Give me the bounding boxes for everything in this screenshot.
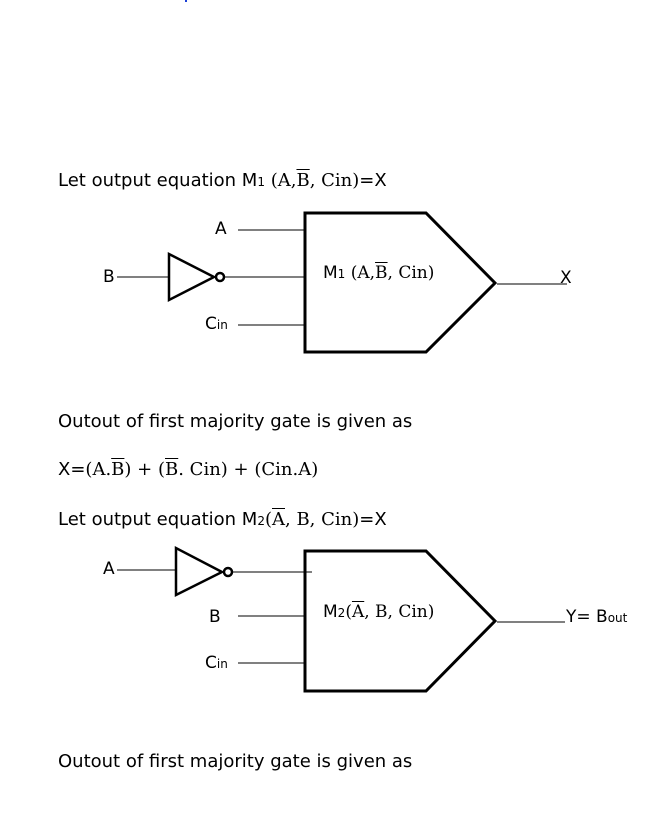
first-majority-gate-caption-2: Outout of first majority gate is given a…	[58, 751, 413, 772]
gate2-input-b-label: B	[209, 607, 221, 627]
majority-gate-2	[117, 545, 565, 693]
gate1-output-label: X	[560, 268, 572, 288]
gate1-input-a-label: A	[215, 219, 227, 239]
x-output-equation: X=(A.B) + (B. Cin) + (Cin.A)	[58, 459, 319, 480]
gate1-box-label: M1 (A,B, Cin)	[323, 263, 435, 283]
stray-dot	[185, 0, 187, 2]
majority-gate-1	[117, 211, 567, 354]
output-equation-m1-text: Let output equation M1 (A,B, Cin)=X	[58, 170, 387, 191]
gate1-input-cin-label: Cin	[205, 314, 228, 334]
gate1-input-b-label: B	[103, 267, 115, 287]
gate2-input-a-label: A	[103, 559, 115, 579]
gate2-input-cin-label: Cin	[205, 653, 228, 673]
gate2-box-label: M2(A, B, Cin)	[323, 602, 435, 622]
gate2-output-label: Y= Bout	[566, 607, 628, 627]
output-equation-m2-text: Let output equation M2(A, B, Cin)=X	[58, 509, 387, 530]
first-majority-gate-caption: Outout of first majority gate is given a…	[58, 411, 413, 432]
